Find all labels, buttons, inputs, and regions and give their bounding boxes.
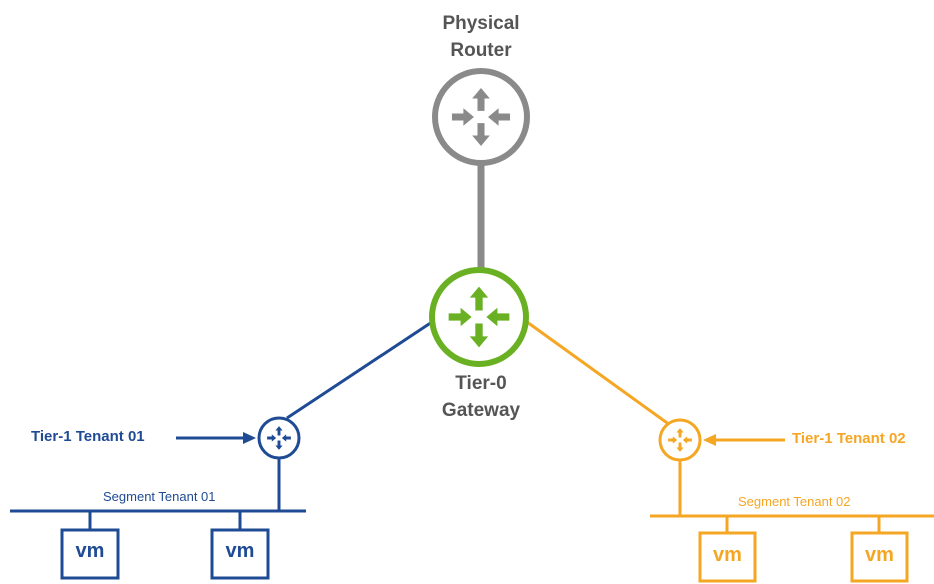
physical-router-label-line1: Physical (442, 13, 520, 34)
tenant01-vm-1-label: vm (75, 540, 105, 562)
link-tier0-tenant02 (526, 320, 671, 427)
tenant02-vm-2-label: vm (865, 544, 894, 566)
tenant01-group (10, 416, 306, 580)
physical-router-label: Physical Router (431, 10, 531, 64)
tenant01-vm-2 (210, 528, 270, 580)
tenant01-segment-label: Segment Tenant 01 (103, 489, 216, 504)
tier0-gateway-label-line2: Gateway (441, 400, 521, 421)
link-tier0-tenant01 (286, 320, 433, 420)
tier0-gateway-label-line1: Tier-0 (455, 373, 507, 394)
tenant01-router (257, 416, 301, 460)
tenant02-router (658, 418, 702, 462)
tenant02-vm-1 (698, 531, 757, 583)
tier0-gateway (429, 267, 529, 367)
tenant01-vm-1 (60, 528, 120, 580)
physical-router-label-line2: Router (450, 40, 512, 61)
physical-router (432, 68, 530, 166)
tenant02-segment-label: Segment Tenant 02 (738, 494, 851, 509)
tier0-gateway-label: Tier-0 Gateway (431, 370, 531, 424)
tenant01-vm-2-label: vm (225, 540, 255, 562)
tenant02-vm-1-label: vm (713, 544, 742, 566)
tenant02-group (650, 418, 934, 583)
tenant02-vm-2 (850, 531, 909, 583)
tenant02-router-label: Tier-1 Tenant 02 (792, 430, 906, 447)
tenant01-router-label: Tier-1 Tenant 01 (31, 428, 145, 445)
